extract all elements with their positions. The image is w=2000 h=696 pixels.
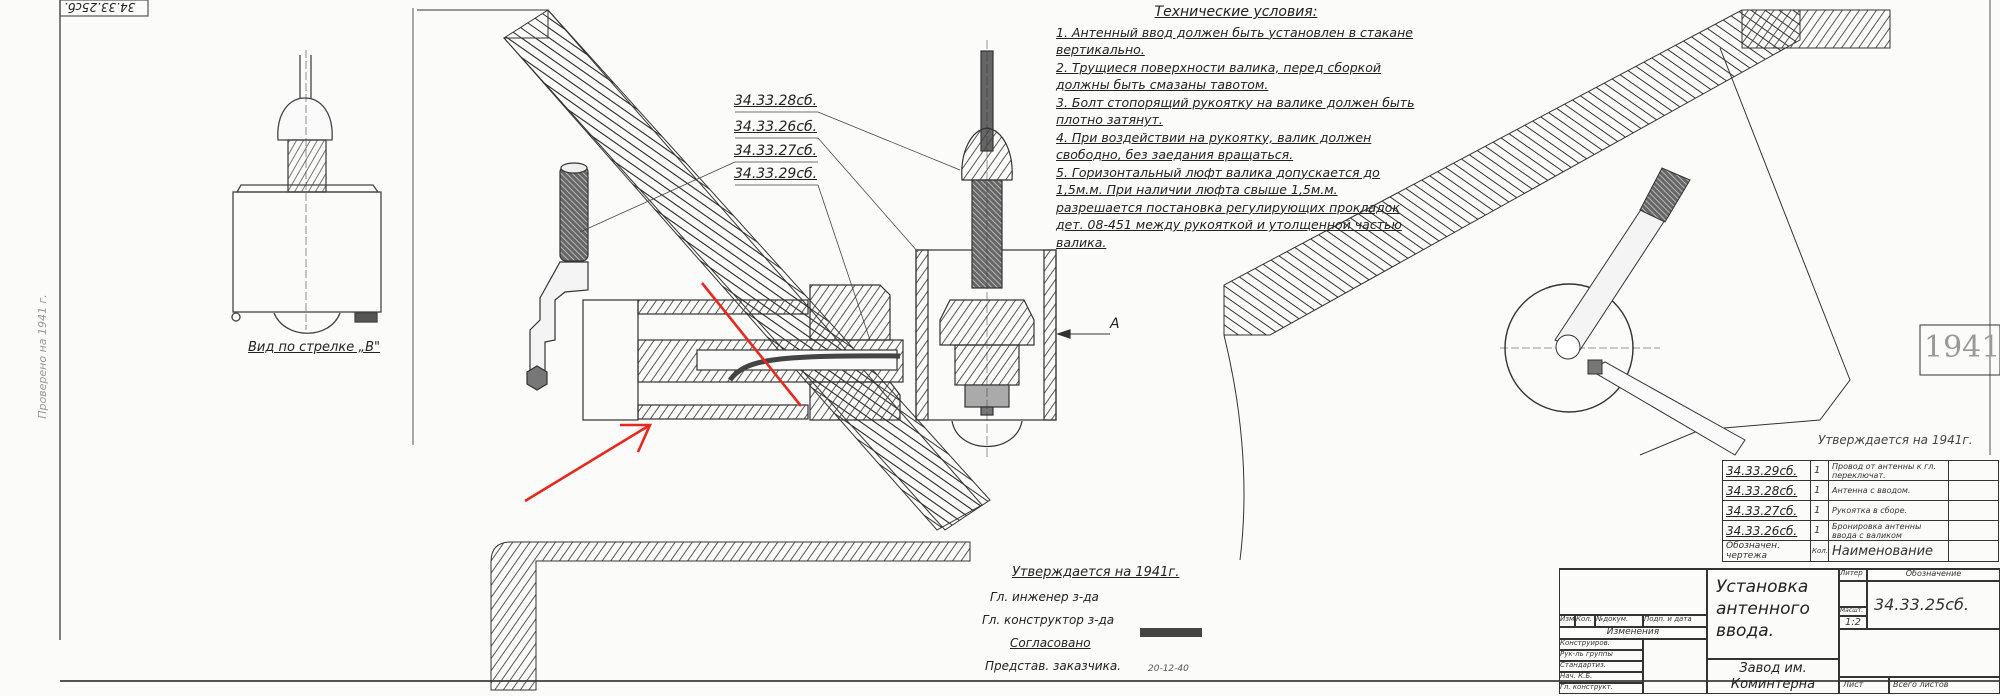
designation-cell: 34.33.28сб.: [1722, 480, 1811, 501]
scale-label: Масшт.: [1839, 607, 1867, 616]
designation-cell: 34.33.26сб.: [1722, 520, 1811, 541]
designation-label: Обозначение: [1867, 569, 2000, 581]
condition-item: 4. При воздействии на рукоятку, валик до…: [1056, 129, 1372, 163]
name-cell: Рукоятка в сборе.: [1828, 500, 1949, 521]
empty-cell: [1948, 520, 1999, 541]
changes-grid: [1559, 569, 1707, 615]
red-arrow: [524, 423, 651, 503]
qty-cell: 1: [1810, 480, 1829, 501]
empty-cell: [1948, 540, 1999, 562]
condition-item: 2. Трущиеся поверхности валика, перед сб…: [1056, 59, 1381, 93]
sheets-total-label: Всего листов: [1889, 677, 2000, 694]
role-chief-designer: Гл. конструкт.: [1559, 683, 1643, 694]
sheet-border: [59, 0, 2000, 682]
empty-cell: [1948, 500, 1999, 521]
qty-cell: 1: [1810, 520, 1829, 541]
view-label: Вид по стрелке „В": [248, 340, 380, 355]
signatures-column: [1643, 639, 1707, 694]
margin-note: Проверено на 1941 г.: [35, 294, 49, 419]
role-group-lead: Рук-ль группы: [1559, 650, 1643, 661]
changes-col-kol: Кол.: [1575, 615, 1595, 627]
changes-col-sign: Подп. и дата: [1643, 615, 1707, 627]
section-arrow-label: A: [1110, 316, 1120, 332]
name-cell: Антенна с вводом.: [1828, 480, 1949, 501]
header-qty: Кол.: [1810, 540, 1829, 562]
empty-cell: [1948, 460, 1999, 481]
red-cut-line: [700, 282, 803, 407]
red-arrow-head: [620, 423, 653, 453]
header-name: Наименование: [1828, 540, 1949, 562]
role-standards: Стандартиз.: [1559, 661, 1643, 672]
weight-cells: [1839, 629, 2000, 677]
scale-value: 1:2: [1839, 616, 1867, 629]
designation-cell: 34.33.29сб.: [1722, 460, 1811, 481]
approval-title: Утверждается на 1941г.: [1012, 565, 1180, 580]
liter-label: Литер: [1839, 569, 1867, 581]
chief-designer-label: Гл. конструктор з-да: [982, 613, 1115, 627]
agreed-label: Согласовано: [1010, 636, 1091, 650]
qty-cell: 1: [1810, 500, 1829, 521]
view-b-drawing: [231, 50, 382, 334]
approval-right: Утверждается на 1941г.: [1818, 433, 1973, 447]
header-designation: Обозначен. чертежа: [1722, 540, 1811, 562]
antenna-lead-in: [915, 40, 1110, 460]
callout-label: 34.33.28сб.: [734, 93, 818, 109]
condition-item: 3. Болт стопорящий рукоятку на валике до…: [1056, 94, 1415, 128]
chief-engineer-label: Гл. инженер з-да: [990, 590, 1099, 604]
customer-rep-label: Представ. заказчика.: [985, 659, 1121, 673]
drawing-number-stamp: 34.33.25сб.: [64, 0, 136, 14]
condition-item: 5. Горизонтальный люфт валика допускаетс…: [1056, 164, 1402, 250]
callout-label: 34.33.26сб.: [734, 119, 818, 135]
callout-leaders: [579, 111, 961, 341]
drawing-title: Установка антенного ввода.: [1707, 569, 1839, 659]
title-block: Изм. Кол. №докум. Подп. и дата Изменения…: [1559, 568, 2000, 694]
changes-label: Изменения: [1559, 627, 1707, 639]
qty-cell: 1: [1810, 460, 1829, 481]
sheet-label: Лист: [1839, 677, 1889, 694]
approval-date: 20-12-40: [1148, 664, 1189, 674]
name-cell: Бронировка антенны ввода с валиком: [1828, 520, 1949, 541]
redaction-bar: [1140, 628, 1202, 637]
year-stamp: 1941г: [1924, 330, 2000, 365]
red-annotation: [524, 282, 803, 503]
changes-col-izm: Изм.: [1559, 615, 1575, 627]
condition-item: 1. Антенный ввод должен быть установлен …: [1056, 24, 1413, 58]
side-view-drawing: [1223, 9, 1891, 561]
role-bureau-head: Нач. К.Б.: [1559, 672, 1643, 683]
callout-label: 34.33.29сб.: [734, 166, 818, 182]
plant-name: Завод им. Коминтерна: [1707, 659, 1839, 694]
liter-cell: [1839, 581, 1867, 607]
changes-col-doc: №докум.: [1595, 615, 1643, 627]
drawing-designation: 34.33.25сб.: [1867, 581, 2000, 629]
role-designer: Конструиров.: [1559, 639, 1643, 650]
name-cell: Провод от антенны к гл. переключат.: [1828, 460, 1949, 481]
frame-lines: [1919, 324, 2000, 376]
technical-conditions-title: Технические условия:: [1154, 4, 1318, 20]
empty-cell: [1948, 480, 1999, 501]
technical-conditions: Технические условия: 1. Антенный ввод до…: [1056, 4, 1416, 251]
callout-label: 34.33.27сб.: [734, 143, 818, 159]
designation-cell: 34.33.27сб.: [1722, 500, 1811, 521]
shaft-assembly: [526, 162, 904, 421]
